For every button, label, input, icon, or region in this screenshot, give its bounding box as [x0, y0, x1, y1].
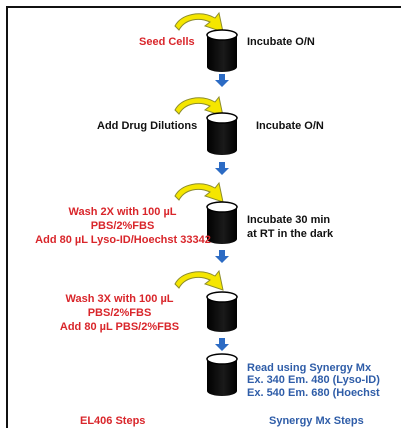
footer-right-label: Synergy Mx Steps	[269, 415, 364, 427]
vessel-3-rim	[206, 201, 238, 213]
down-arrow-1	[215, 74, 229, 87]
vessel-4-rim	[206, 291, 238, 303]
vessel-4-body	[207, 297, 237, 332]
step-5-result-line-3: Ex. 540 Em. 680 (Hoechst	[247, 387, 380, 399]
vessel-1	[206, 29, 238, 72]
step-2-action-line-1: Add Drug Dilutions	[97, 120, 198, 132]
curved-arrow-1	[174, 11, 224, 33]
down-arrow-3	[215, 250, 229, 263]
vessel-5-rim	[206, 353, 238, 365]
frame-top-border	[6, 6, 401, 8]
step-3-action-line-2: PBS/2%FBS	[90, 220, 155, 232]
vessel-5	[206, 353, 238, 396]
vessel-3	[206, 201, 238, 244]
curved-arrow-4	[174, 269, 224, 291]
step-4-action-line-2: PBS/2%FBS	[87, 307, 152, 319]
step-1-result-line-1: Incubate O/N	[247, 36, 315, 48]
vessel-2-body	[207, 118, 237, 155]
down-arrow-2	[215, 162, 229, 175]
step-3-result-line-1: Incubate 30 min	[247, 214, 331, 226]
step-4-action-line-1: Wash 3X with 100 µL	[65, 293, 174, 305]
vessel-4	[206, 291, 238, 332]
step-5-result-line-1: Read using Synergy Mx	[247, 362, 372, 374]
footer-left-label: EL406 Steps	[80, 415, 146, 427]
step-2-result-line-1: Incubate O/N	[256, 120, 324, 132]
vessel-5-body	[207, 359, 237, 396]
vessel-1-body	[207, 35, 237, 72]
step-3-action-line-3: Add 80 µL Lyso-ID/Hoechst 33342	[35, 234, 211, 246]
vessel-3-body	[207, 207, 237, 244]
step-5-result-line-2: Ex. 340 Em. 480 (Lyso-ID)	[247, 374, 380, 386]
frame-left-border	[6, 6, 8, 428]
vessel-2	[206, 112, 238, 155]
vessel-1-rim	[206, 29, 238, 41]
curved-arrow-3	[174, 181, 224, 203]
step-1-action-line-1: Seed Cells	[139, 36, 195, 48]
step-3-action-line-1: Wash 2X with 100 µL	[68, 206, 177, 218]
step-3-result-line-2: at RT in the dark	[247, 228, 334, 240]
step-4-action-line-3: Add 80 µL PBS/2%FBS	[59, 321, 180, 333]
vessel-2-rim	[206, 112, 238, 124]
down-arrow-4	[215, 338, 229, 351]
